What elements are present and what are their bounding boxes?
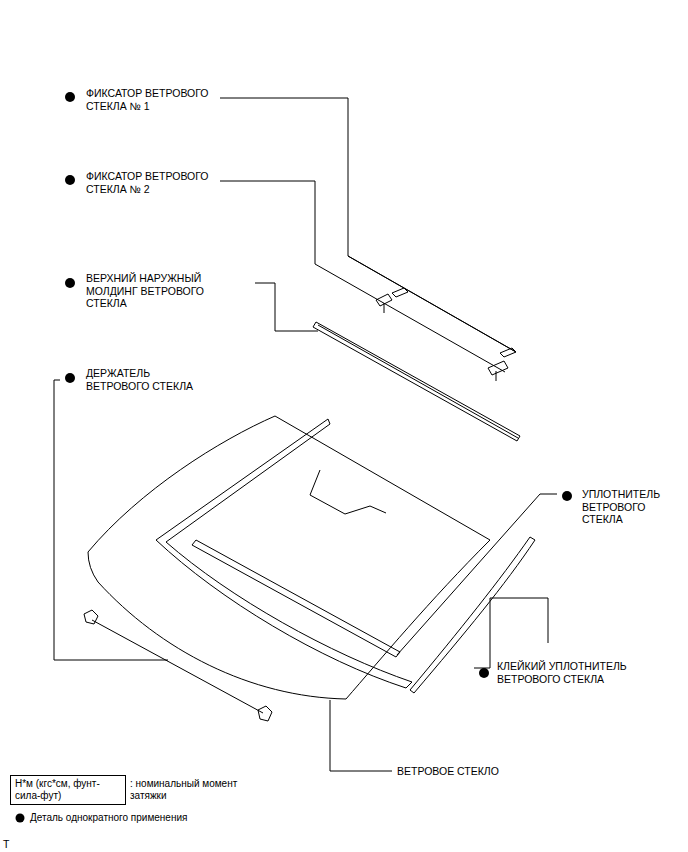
windshield-holder bbox=[84, 610, 272, 721]
figure-code: T bbox=[3, 838, 23, 851]
part-label: КЛЕЙКИЙ УПЛОТНИТЕЛЬ ВЕТРОВОГО СТЕКЛА bbox=[497, 660, 672, 685]
leader-line bbox=[54, 98, 557, 771]
part-label: УПЛОТНИТЕЛЬ ВЕТРОВОГО СТЕКЛА bbox=[582, 488, 674, 526]
legend-text: Деталь однократного применения bbox=[30, 812, 280, 824]
windshield-seal bbox=[156, 419, 412, 688]
legend-text: : номинальный момент затяжки bbox=[130, 778, 260, 802]
fixator-clip bbox=[348, 256, 516, 381]
windshield-glass bbox=[88, 416, 490, 699]
part-label: ВЕТРОВОЕ СТЕКЛО bbox=[397, 765, 557, 778]
torque-unit-box: Н*м (кгс*см, фунт-сила-фут) bbox=[10, 775, 126, 805]
upper-molding bbox=[313, 322, 520, 441]
part-label: ФИКСАТОР ВЕТРОВОГО СТЕКЛА № 1 bbox=[86, 87, 226, 112]
one-time-part-dot bbox=[16, 92, 573, 823]
part-label: ФИКСАТОР ВЕТРОВОГО СТЕКЛА № 2 bbox=[86, 170, 226, 195]
part-label: ВЕРХНИЙ НАРУЖНЫЙ МОЛДИНГ ВЕТРОВОГО СТЕКЛ… bbox=[86, 272, 226, 310]
mirror-base bbox=[310, 470, 386, 514]
part-label: ДЕРЖАТЕЛЬ ВЕТРОВОГО СТЕКЛА bbox=[86, 367, 211, 392]
